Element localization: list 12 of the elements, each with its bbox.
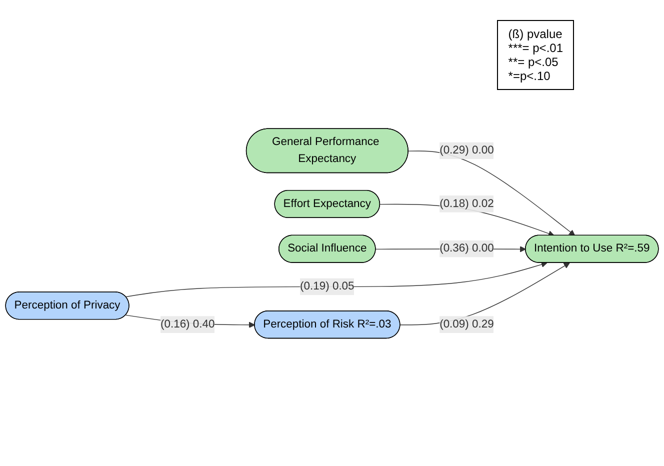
arrow	[408, 150, 576, 236]
edge-label: (0.09) 0.29	[440, 318, 494, 330]
edge-label: (0.36) 0.00	[440, 242, 494, 254]
arrow	[125, 261, 548, 297]
edge-label: (0.16) 0.40	[160, 318, 215, 330]
edge-label: (0.19) 0.05	[300, 280, 354, 292]
edge-label: (0.18) 0.02	[440, 197, 494, 210]
edge-label: (0.29) 0.00	[440, 144, 494, 156]
legend-text: ***= p<.01	[508, 41, 563, 55]
legend-text: **= p<.05	[508, 55, 560, 69]
legend-text: *=p<.10	[508, 69, 552, 83]
legend-text: (ß) pvalue	[508, 27, 563, 41]
